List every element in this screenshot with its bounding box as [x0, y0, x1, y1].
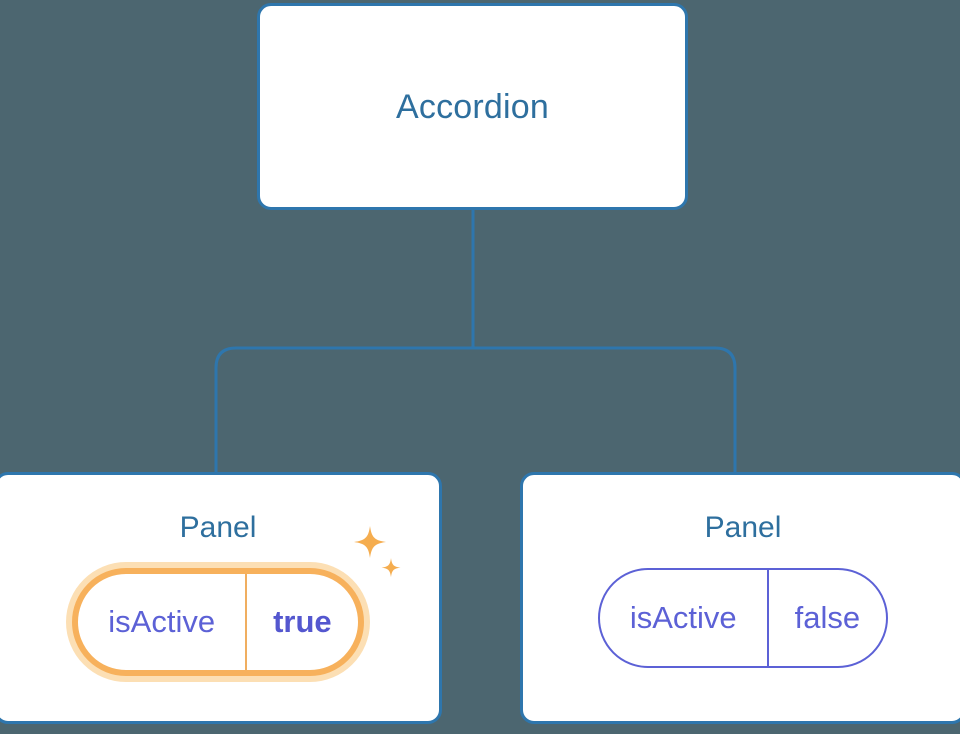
node-accordion-label: Accordion [396, 87, 549, 126]
node-accordion[interactable]: Accordion [257, 3, 688, 210]
connector-branch-right [473, 346, 737, 472]
node-panel-1[interactable]: Panel isActive false [520, 472, 960, 724]
node-panel-0[interactable]: Panel isActive true [0, 472, 442, 724]
sparkles-group [353, 526, 401, 578]
connector-branch-left [214, 346, 473, 472]
prop-name-0: isActive [108, 604, 216, 639]
prop-pill-1[interactable]: isActive false [597, 568, 889, 668]
node-panel-0-label: Panel [179, 511, 257, 544]
prop-value-0: true [245, 574, 358, 670]
sparkle-small-icon [381, 558, 401, 578]
prop-pill-wrap-1: isActive false [597, 568, 889, 668]
prop-pill-wrap-0: isActive true [72, 526, 401, 676]
prop-value-1: false [766, 570, 886, 666]
node-panel-1-label: Panel [704, 511, 782, 544]
sparkle-large-icon [353, 526, 386, 558]
prop-pill-0[interactable]: isActive true [72, 568, 364, 676]
prop-name-1: isActive [629, 600, 737, 635]
